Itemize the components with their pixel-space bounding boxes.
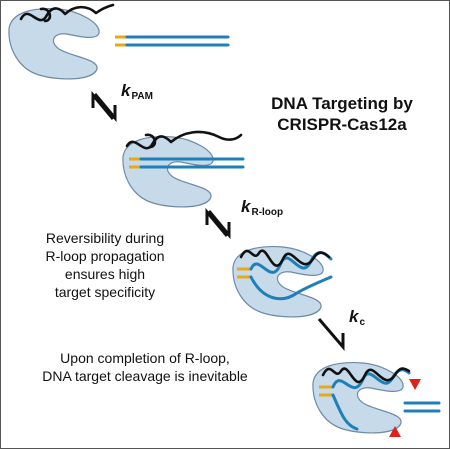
- title-line-2: CRISPR-Cas12a: [277, 115, 407, 134]
- crrna-loop: [39, 7, 52, 23]
- cleavage-site-top-icon: [409, 379, 421, 390]
- crrna-strand: [19, 3, 115, 22]
- note-line: Upon completion of R-loop,: [60, 350, 230, 366]
- cas12a-protein: [122, 135, 214, 208]
- note-line: ensures high: [64, 266, 146, 282]
- cleavage-site-bottom-icon: [389, 426, 401, 437]
- reversible-arrow-pam: [91, 90, 117, 123]
- rate-k-pam: kPAM: [121, 81, 153, 102]
- crrna-strand: [125, 130, 243, 150]
- forward-arrow-icon: [207, 210, 231, 240]
- cas12a-protein: [232, 245, 324, 318]
- forward-arrow-icon: [93, 93, 117, 123]
- irreversible-arrow-cleavage: [317, 318, 345, 352]
- reverse-arrow-icon: [205, 207, 229, 237]
- crrna-helix: [239, 249, 331, 268]
- state-2-pam-bound: [122, 130, 245, 208]
- reversible-arrow-rloop: [205, 207, 231, 240]
- rate-k-c: kc: [349, 307, 366, 328]
- dna-displaced-strand: [331, 393, 359, 431]
- cas12a-protein: [8, 7, 100, 80]
- note-line: target specificity: [54, 284, 156, 300]
- forward-arrow-icon: [317, 318, 345, 352]
- state-1-unbound: [8, 3, 230, 80]
- crrna-loop: [144, 133, 157, 149]
- reversibility-note: Reversibility during R-loop propagation …: [7, 229, 203, 301]
- dna-displaced-strand: [249, 275, 333, 301]
- cas12a-protein: [312, 361, 404, 434]
- note-line: Reversibility during: [45, 230, 165, 246]
- title-line-1: DNA Targeting by: [271, 94, 413, 113]
- note-line: DNA target cleavage is inevitable: [42, 368, 248, 384]
- figure-title: DNA Targeting by CRISPR-Cas12a: [247, 93, 437, 135]
- note-line: R-loop propagation: [45, 248, 165, 264]
- state-3-rloop: [232, 245, 333, 318]
- crrna-helix: [321, 367, 411, 384]
- rate-k-rloop: kR-loop: [241, 197, 284, 218]
- reverse-arrow-icon: [91, 90, 115, 120]
- state-4-cleaved: [312, 361, 441, 437]
- cleavage-note: Upon completion of R-loop, DNA target cl…: [7, 349, 283, 385]
